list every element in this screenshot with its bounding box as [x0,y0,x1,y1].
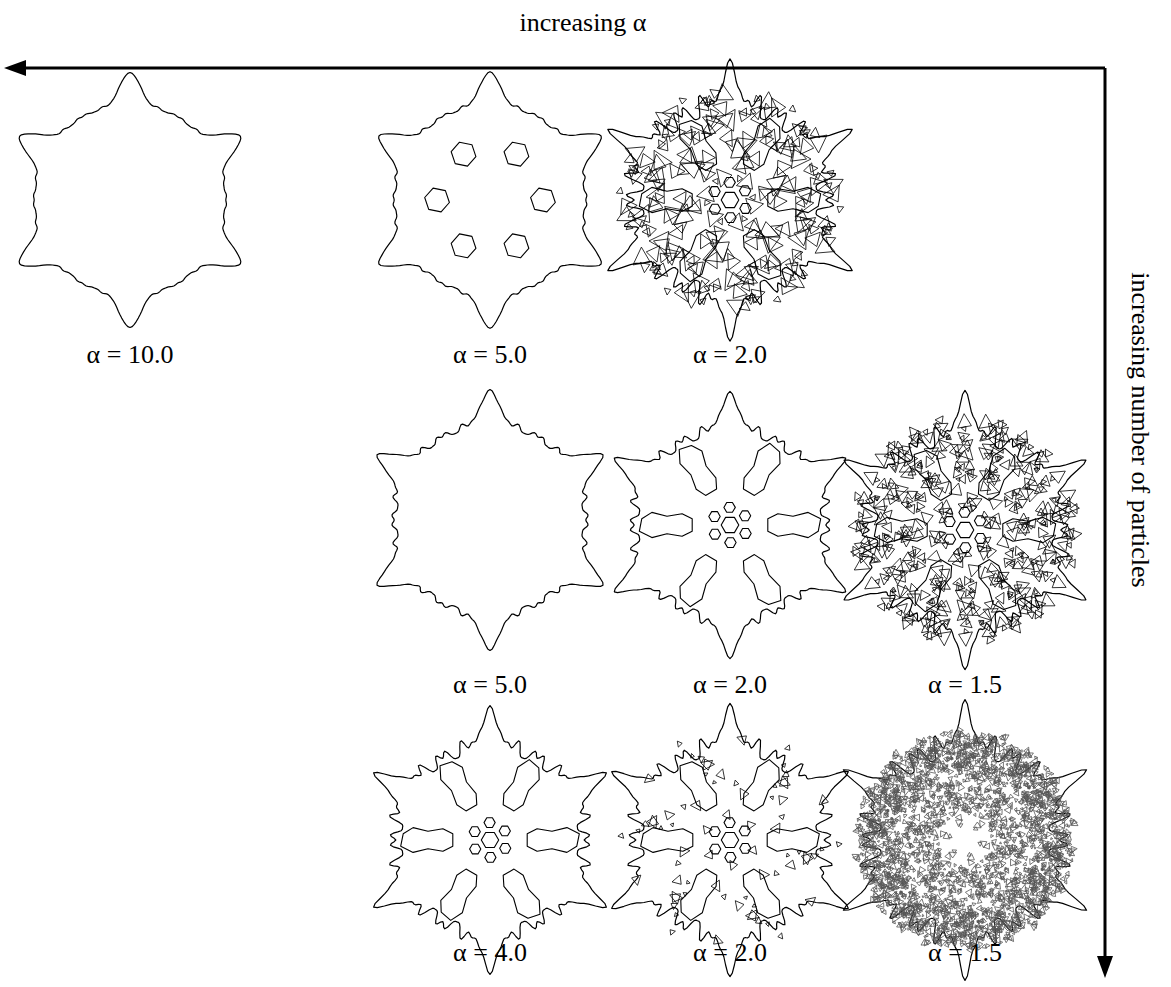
snowflake-line [739,511,750,521]
alpha-label: α = 10.0 [87,342,174,368]
snowflake-line [721,517,739,532]
snowflake-line [724,503,735,513]
snowflake-line [451,142,476,166]
snowflake-line [743,555,780,605]
snowflake-line [614,391,845,658]
snowflake-line [484,818,495,828]
snowflake-line [959,508,970,518]
alpha-label: α = 5.0 [453,672,527,698]
snowflake-line [739,826,750,836]
snowflake-line [377,390,603,651]
axis-label: increasing α [520,10,647,36]
snowflake-line [743,869,780,918]
snowflake-line [608,59,852,341]
snowflake-line [469,827,480,837]
snowflake-line [500,844,511,854]
snowflake-line [504,234,529,258]
alpha-label: α = 5.0 [453,342,527,368]
snowflake-line [768,512,821,537]
alpha-label: α = 2.0 [693,342,767,368]
snowflake-line [401,828,453,853]
snowflake-line [680,555,717,607]
snowflake-line [710,844,721,854]
snowflake-line [379,72,602,329]
snowflake-line [848,414,1082,647]
alpha-label: α = 2.0 [693,672,767,698]
snowflake-line [680,762,717,811]
snowflake-line [481,833,498,848]
snowflake-line [499,826,510,836]
snowflake-line [616,84,843,317]
snowflake-line [441,869,477,920]
snowflake-line [425,188,450,212]
snowflake-line [440,762,477,811]
particles-axis-line [1104,68,1107,958]
snowflake-line [740,204,751,214]
snowflake-line [852,727,1078,953]
snowflake-line [612,703,849,976]
snowflake-line [451,234,476,258]
snowflake-line [956,522,974,537]
snowflake-line [527,828,579,853]
snowflake-line [709,187,720,197]
snowflake-line [618,736,842,944]
snowflake-line [374,706,607,975]
snowflake-line [843,700,1086,981]
particles-axis-head [1097,956,1113,978]
snowflake-line [725,538,736,548]
alpha-axis-line [22,67,1105,70]
snowflake-line [679,446,716,496]
snowflake-line [960,543,971,553]
snowflake-line [19,73,241,328]
snowflake-line [709,512,720,522]
snowflake-line [743,443,780,495]
snowflake-line [721,192,739,207]
snowflake-line [740,529,751,539]
alpha-label: α = 4.0 [453,940,527,966]
alpha-axis-head [4,60,26,76]
snowflake-group [19,59,1086,981]
snowflake-line [721,833,738,848]
snowflake-line [709,529,720,539]
snowflake-line [504,142,529,166]
snowflake-line [503,760,539,811]
snowflake-line [844,390,1086,669]
snowflake-line [709,827,720,837]
snowflake-line [485,853,496,863]
alpha-label: α = 1.5 [928,940,1002,966]
snowflake-line [531,188,556,212]
alpha-label: α = 2.0 [693,940,767,966]
snowflake-line [639,512,692,537]
axis-label: increasing number of particles [1127,272,1153,588]
snowflake-line [503,869,540,918]
alpha-label: α = 1.5 [928,672,1002,698]
snowflake-line [740,844,751,854]
snowflake-line [470,844,481,854]
